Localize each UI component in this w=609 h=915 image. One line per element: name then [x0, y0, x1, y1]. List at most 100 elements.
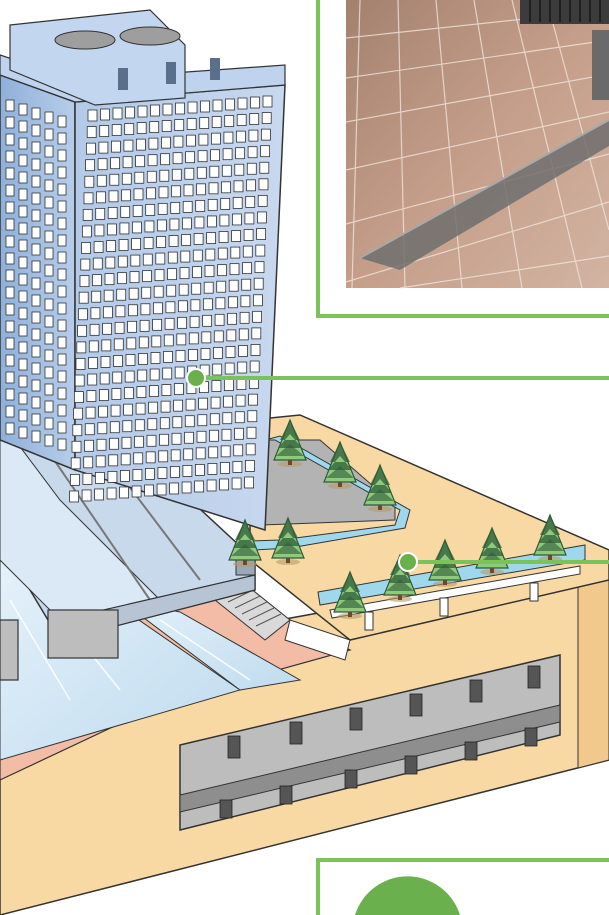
tower-window — [44, 417, 54, 430]
tower-window — [102, 322, 112, 335]
tower-window — [119, 486, 129, 499]
tower-window — [236, 114, 247, 126]
tower-window — [246, 179, 256, 192]
tower-window — [234, 163, 245, 176]
tower-window — [161, 384, 172, 396]
tower-window — [18, 239, 28, 252]
tower-window — [120, 470, 130, 482]
tower-window — [57, 438, 67, 451]
tower-window — [5, 235, 15, 248]
tower-window — [71, 440, 82, 453]
tower-window — [123, 403, 133, 416]
tower-window — [85, 159, 95, 172]
tower-window — [125, 354, 136, 366]
tower-window — [107, 471, 118, 483]
tower-window — [44, 162, 54, 175]
tower-window — [31, 345, 41, 358]
tower-window — [199, 117, 210, 129]
tower-window — [253, 277, 264, 290]
tower-window — [57, 251, 67, 264]
tower-window — [44, 264, 54, 277]
tower-window — [5, 150, 15, 163]
tower-window — [109, 437, 119, 450]
tower-window — [217, 247, 228, 260]
tower-window — [150, 352, 161, 364]
tower-window — [143, 237, 154, 249]
tower-window — [31, 243, 41, 256]
tower-window — [166, 284, 177, 297]
tower-window — [226, 329, 237, 342]
tower-window — [160, 136, 171, 149]
tower-window — [252, 294, 263, 307]
tower-window — [221, 428, 232, 441]
tower-window — [230, 246, 241, 259]
tower-window — [57, 268, 67, 281]
tower-window — [31, 294, 41, 307]
tower-window — [189, 315, 200, 328]
tower-window — [44, 366, 54, 379]
tower-window — [115, 305, 126, 318]
tower-window — [241, 278, 252, 291]
tower-window — [104, 273, 115, 286]
tower-window — [5, 371, 15, 384]
callout-dot-icon — [186, 368, 206, 388]
tower-window — [122, 420, 133, 433]
tower-window — [44, 111, 54, 124]
tower-window — [137, 105, 148, 118]
tower-window — [103, 306, 113, 319]
tower-window — [137, 369, 148, 382]
tower-window — [206, 479, 217, 492]
tower-window — [124, 370, 135, 383]
tower-window — [242, 262, 252, 275]
tower-window — [158, 186, 169, 199]
tower-window — [18, 375, 28, 388]
tower-window — [135, 138, 146, 151]
tower-window — [200, 348, 211, 360]
tower-window — [194, 480, 205, 493]
tower-window — [233, 180, 244, 193]
tower-window — [132, 469, 143, 481]
tower-window — [162, 103, 173, 116]
tower-window — [81, 489, 92, 502]
tower-windows-side — [5, 99, 67, 451]
tower-window — [147, 418, 158, 431]
tower-window — [201, 331, 212, 344]
tower-window — [92, 274, 102, 287]
tower-window — [124, 123, 135, 135]
tower-window — [200, 100, 210, 113]
tower-window — [248, 393, 259, 406]
tree-icon — [273, 418, 307, 467]
tower-window — [141, 286, 152, 299]
tower-window — [18, 392, 28, 405]
tower-window — [155, 252, 166, 265]
tower-window — [5, 388, 15, 401]
tower-window — [5, 167, 15, 180]
tower-window — [99, 372, 110, 385]
tower-window — [5, 269, 15, 282]
tower-window — [111, 124, 122, 136]
tower-window — [74, 391, 84, 403]
tower-window — [44, 400, 54, 413]
tower-window — [31, 379, 41, 392]
tower-window — [197, 150, 208, 163]
tower-window — [192, 266, 202, 279]
tower-window — [99, 125, 110, 137]
tower-window — [95, 455, 106, 468]
tower-window — [18, 409, 28, 422]
tower-window — [130, 254, 141, 267]
tower-window — [206, 232, 217, 244]
tower-window — [18, 222, 28, 235]
tower-window — [197, 414, 208, 427]
tower-window — [70, 474, 80, 486]
tower-window — [149, 368, 160, 381]
tower-window — [211, 380, 222, 392]
tower-window — [196, 430, 207, 443]
tower-window — [249, 113, 260, 125]
tower-window — [255, 244, 266, 257]
tower-window — [18, 154, 28, 167]
tower-window — [121, 189, 131, 202]
tower-window — [202, 314, 213, 327]
tower-window — [84, 175, 95, 188]
tower-window — [136, 386, 147, 398]
tower-window — [151, 335, 162, 348]
